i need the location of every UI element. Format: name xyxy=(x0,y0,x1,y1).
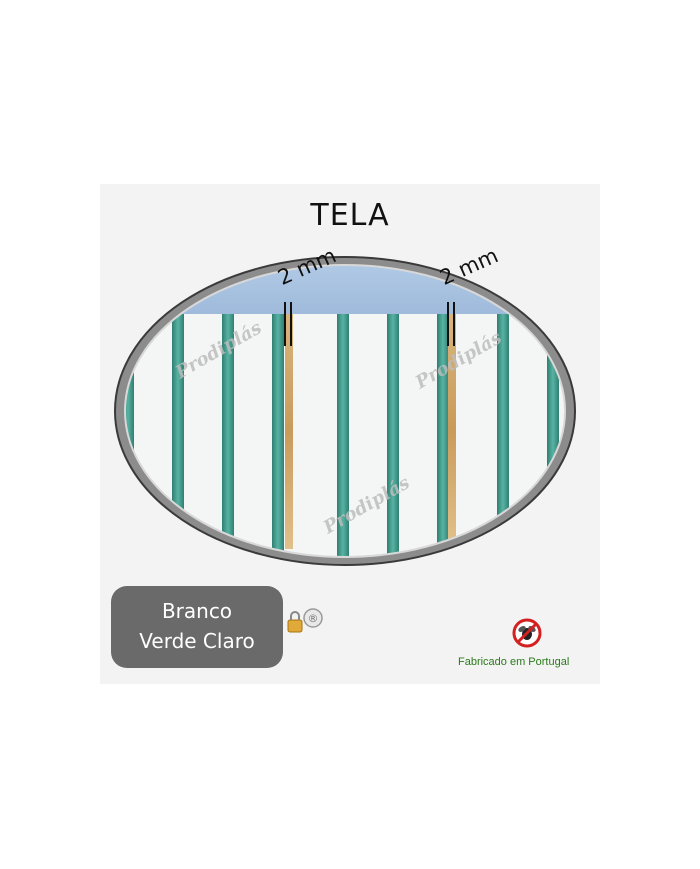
color-option-light-green: Verde Claro xyxy=(139,629,255,653)
green-slat xyxy=(222,314,234,561)
green-slat xyxy=(172,314,184,561)
green-slat xyxy=(337,314,349,561)
green-slat xyxy=(597,314,600,584)
made-in-portugal-label: Fabricado em Portugal xyxy=(458,656,570,668)
wood-gap xyxy=(448,314,456,544)
product-card: TELA Pro xyxy=(100,184,600,684)
green-slat xyxy=(387,314,399,561)
green-slat xyxy=(437,314,449,561)
colors-badge: Branco Verde Claro xyxy=(111,586,283,668)
green-slat xyxy=(497,314,509,561)
color-option-white: Branco xyxy=(161,599,233,623)
no-flies-icon xyxy=(512,618,542,648)
green-slat xyxy=(272,314,284,561)
product-title: TELA xyxy=(310,198,390,233)
screen-magnifier-illustration: Prodiplás Prodiplás Prodiplás xyxy=(114,256,600,584)
gap-marker-right xyxy=(447,302,455,346)
padlock-icon: ® xyxy=(287,608,323,633)
wood-gap xyxy=(285,314,293,549)
gap-marker-left xyxy=(284,302,292,346)
svg-text:®: ® xyxy=(308,612,319,625)
